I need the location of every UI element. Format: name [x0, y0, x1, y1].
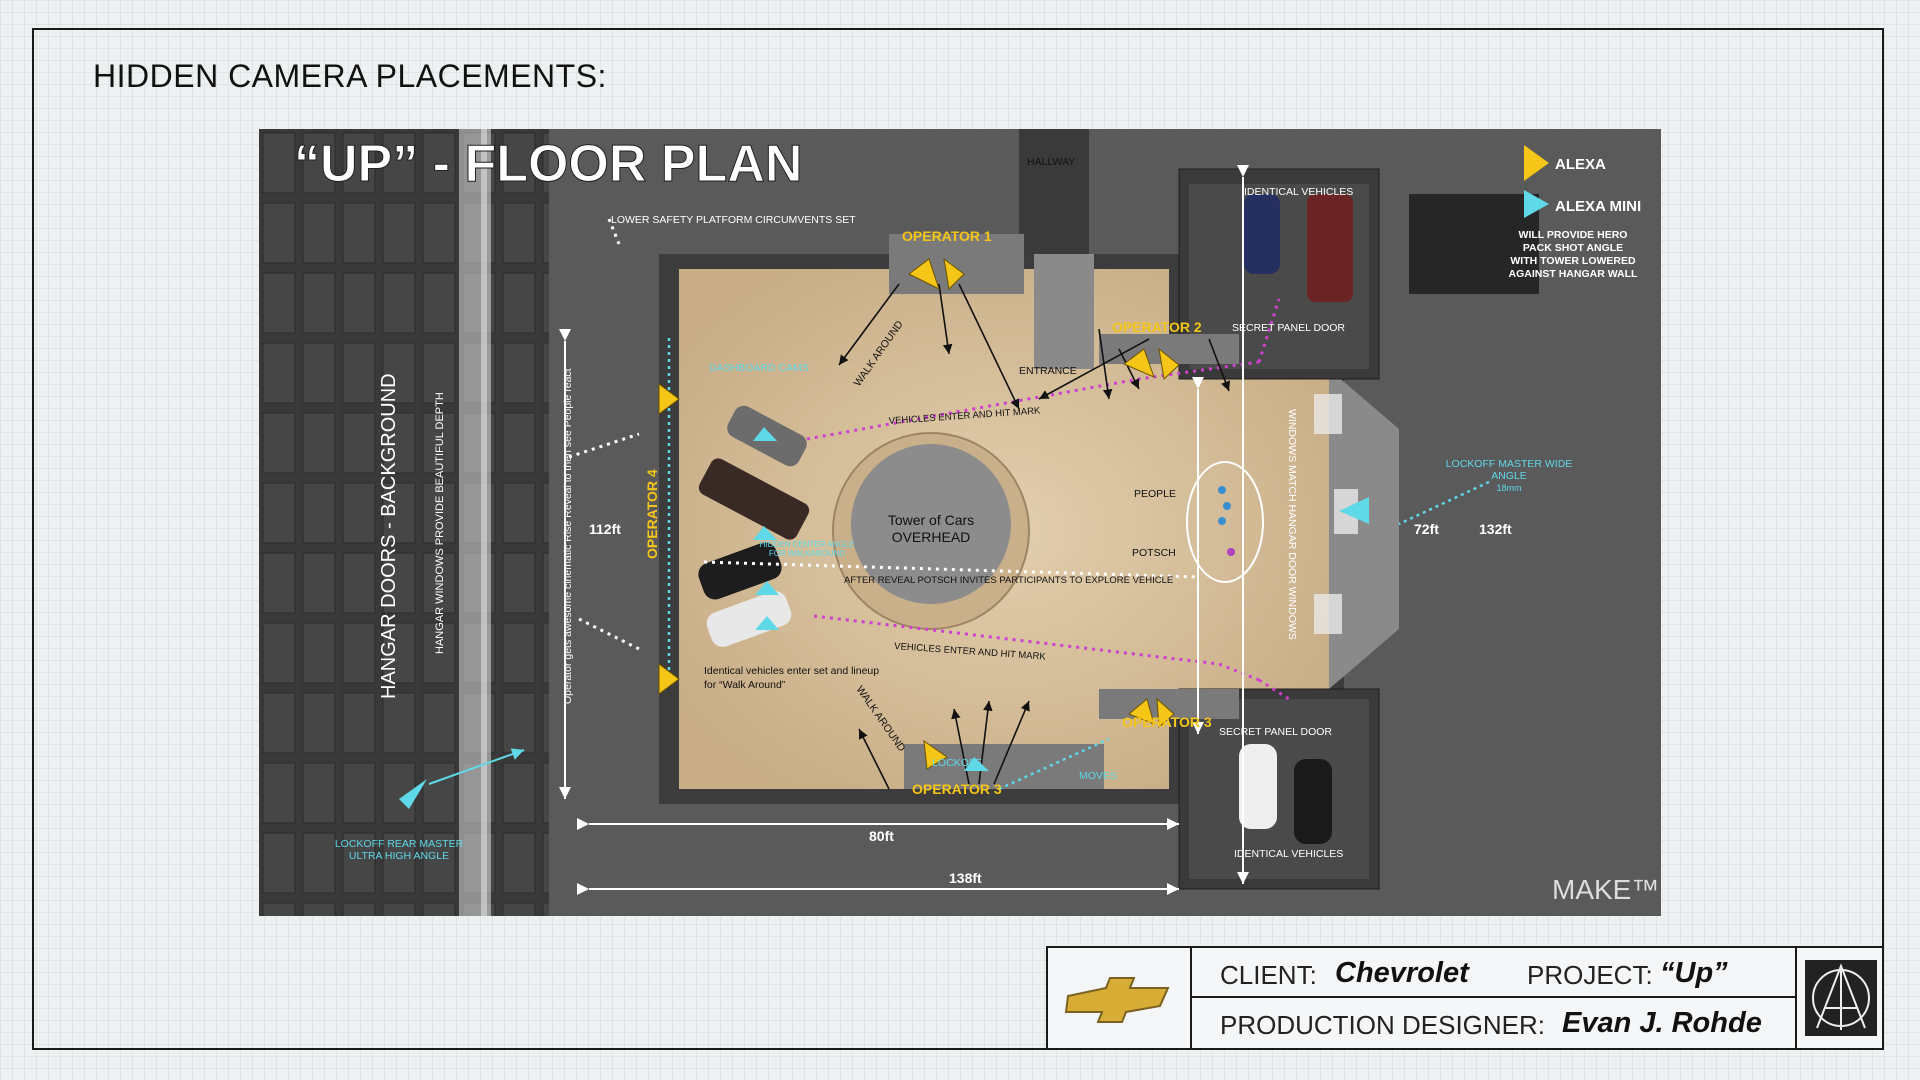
title-block: CLIENT: Chevrolet PROJECT: “Up” PRODUCTI…: [1046, 946, 1884, 1050]
alexa-op1-b: [943, 257, 965, 291]
project-value: “Up”: [1660, 957, 1728, 989]
client-logo-cell: [1048, 948, 1192, 1048]
chevrolet-bowtie-icon: [1064, 977, 1170, 1023]
label-after-reveal: AFTER REVEAL POTSCH INVITES PARTICIPANTS…: [844, 575, 1173, 586]
identical-vehicle-bottom-1: [1239, 744, 1277, 829]
label-operator2: OPERATOR 2: [1112, 319, 1202, 335]
label-lockoff-wide-3: 18mm: [1496, 483, 1521, 493]
tower-sub-label: OVERHEAD: [892, 529, 971, 545]
legend-alexa-arrow: [1524, 145, 1549, 181]
legend-alexa-mini-arrow: [1524, 190, 1549, 218]
identical-vehicle-top-2: [1307, 194, 1353, 302]
alexa-mini-lockoff: [964, 757, 989, 771]
label-operator4: OPERATOR 4: [644, 469, 660, 559]
client-value: Chevrolet: [1335, 957, 1469, 989]
label-dashboard-cams: DASHBOARD CAMS: [709, 362, 809, 374]
label-identical-enter-1: Identical vehicles enter set and lineup: [704, 665, 879, 677]
label-identical-top: IDENTICAL VEHICLES: [1244, 186, 1353, 198]
alexa-mini-dash-2: [753, 526, 777, 540]
label-hallway: HALLWAY: [1027, 156, 1075, 168]
label-moves: MOVES: [1079, 770, 1117, 782]
tower-label: Tower of Cars: [888, 512, 974, 528]
designer-value: Evan J. Rohde: [1562, 1007, 1762, 1039]
vehicle-3: [698, 542, 782, 600]
alexa-op2-a: [1123, 348, 1155, 378]
designer-logo-cell: [1797, 948, 1882, 1048]
designer-label: PRODUCTION DESIGNER:: [1220, 1010, 1546, 1040]
label-hangar-doors: HANGAR DOORS - BACKGROUND: [378, 373, 400, 699]
alexa-lockoff: [923, 739, 948, 770]
alexa-mini-wide: [1339, 497, 1369, 524]
alexa-op2-b: [1158, 347, 1180, 381]
designer-monogram-icon: [1805, 960, 1877, 1036]
client-label: CLIENT:: [1220, 960, 1317, 990]
alexa-mini-dash-3: [755, 581, 779, 595]
label-entrance: ENTRANCE: [1019, 365, 1077, 377]
vehicle-4: [706, 591, 792, 647]
label-secret-bottom: SECRET PANEL DOOR: [1219, 726, 1332, 738]
hero-note-line2: PACK SHOT ANGLE: [1523, 242, 1623, 254]
page-heading: HIDDEN CAMERA PLACEMENTS:: [93, 58, 607, 94]
label-people: PEOPLE: [1134, 488, 1176, 500]
legend-alexa-mini-label: ALEXA MINI: [1555, 198, 1641, 215]
identical-vehicle-bottom-2: [1294, 759, 1332, 844]
entrance-stairs: [1034, 254, 1094, 369]
sheet-border: [32, 28, 1884, 1050]
people-zone: [1186, 461, 1264, 583]
tower-of-cars: [851, 444, 1011, 604]
dim-112ft: 112ft: [589, 521, 621, 537]
dim-72ft: 72ft: [1414, 521, 1439, 537]
label-operator-note: Operator gets awesome cinematic Rise Rev…: [562, 368, 574, 704]
window-bay: [1329, 369, 1399, 689]
dim-80ft: 80ft: [869, 828, 894, 844]
label-potsch: POTSCH: [1132, 547, 1176, 559]
hero-note-line3: WITH TOWER LOWERED: [1510, 255, 1636, 267]
label-windows-match: WINDOWS MATCH HANGAR DOOR WINDOWS: [1286, 409, 1298, 640]
label-operator3b: OPERATOR 3: [912, 781, 1002, 797]
alexa-mini-dash-1: [753, 427, 777, 441]
identical-vehicle-top-1: [1244, 194, 1280, 274]
label-operator3a: OPERATOR 3: [1122, 714, 1212, 730]
alexa-op4-a: [658, 383, 680, 415]
alexa-op3-b: [1156, 697, 1175, 729]
dim-132ft: 132ft: [1479, 521, 1512, 537]
dim-138ft: 138ft: [949, 870, 982, 886]
operator1-platform: [889, 234, 1024, 294]
vehicle-path-top: [806, 360, 1260, 441]
label-operator1: OPERATOR 1: [902, 228, 992, 244]
alexa-mini-dash-4: [755, 616, 779, 630]
alexa-op4-b: [658, 663, 680, 695]
label-hidden-center-1: HIDDEN CENTER ANGLE: [760, 540, 855, 549]
hero-note-line4: AGAINST HANGAR WALL: [1509, 268, 1638, 280]
make-logo: MAKE™: [1552, 874, 1659, 905]
hero-note-line1: WILL PROVIDE HERO: [1519, 229, 1628, 241]
label-lockoff-rear-2: ULTRA HIGH ANGLE: [349, 850, 449, 862]
label-lockoff: LOCKOFF: [932, 757, 982, 769]
label-identical-bottom: IDENTICAL VEHICLES: [1234, 848, 1343, 860]
vehicle-2: [698, 458, 810, 540]
alexa-mini-rear: [399, 779, 427, 809]
label-lockoff-wide-1: LOCKOFF MASTER WIDE: [1446, 458, 1573, 470]
plan-title: “UP” - FLOOR PLAN: [294, 135, 802, 193]
label-secret-top: SECRET PANEL DOOR: [1232, 322, 1345, 334]
client-row: CLIENT: Chevrolet PROJECT: “Up”: [1192, 948, 1797, 998]
alexa-op1-a: [908, 258, 940, 290]
label-hidden-center-2: FOR WALKAROUND: [769, 549, 845, 558]
label-lockoff-wide-2: ANGLE: [1491, 470, 1527, 482]
project-label: PROJECT:: [1527, 960, 1653, 990]
alexa-op3-a: [1128, 698, 1155, 725]
designer-row: PRODUCTION DESIGNER: Evan J. Rohde: [1192, 998, 1797, 1048]
label-lower-platform: LOWER SAFETY PLATFORM CIRCUMVENTS SET: [611, 214, 856, 226]
label-identical-enter-2: for “Walk Around”: [704, 679, 786, 691]
label-lockoff-rear-1: LOCKOFF REAR MASTER: [335, 838, 464, 850]
legend-alexa-label: ALEXA: [1555, 156, 1606, 173]
floor-plan-render: Tower of Cars OVERHEAD: [259, 129, 1661, 916]
label-hangar-windows: HANGAR WINDOWS PROVIDE BEAUTIFUL DEPTH: [434, 392, 446, 654]
